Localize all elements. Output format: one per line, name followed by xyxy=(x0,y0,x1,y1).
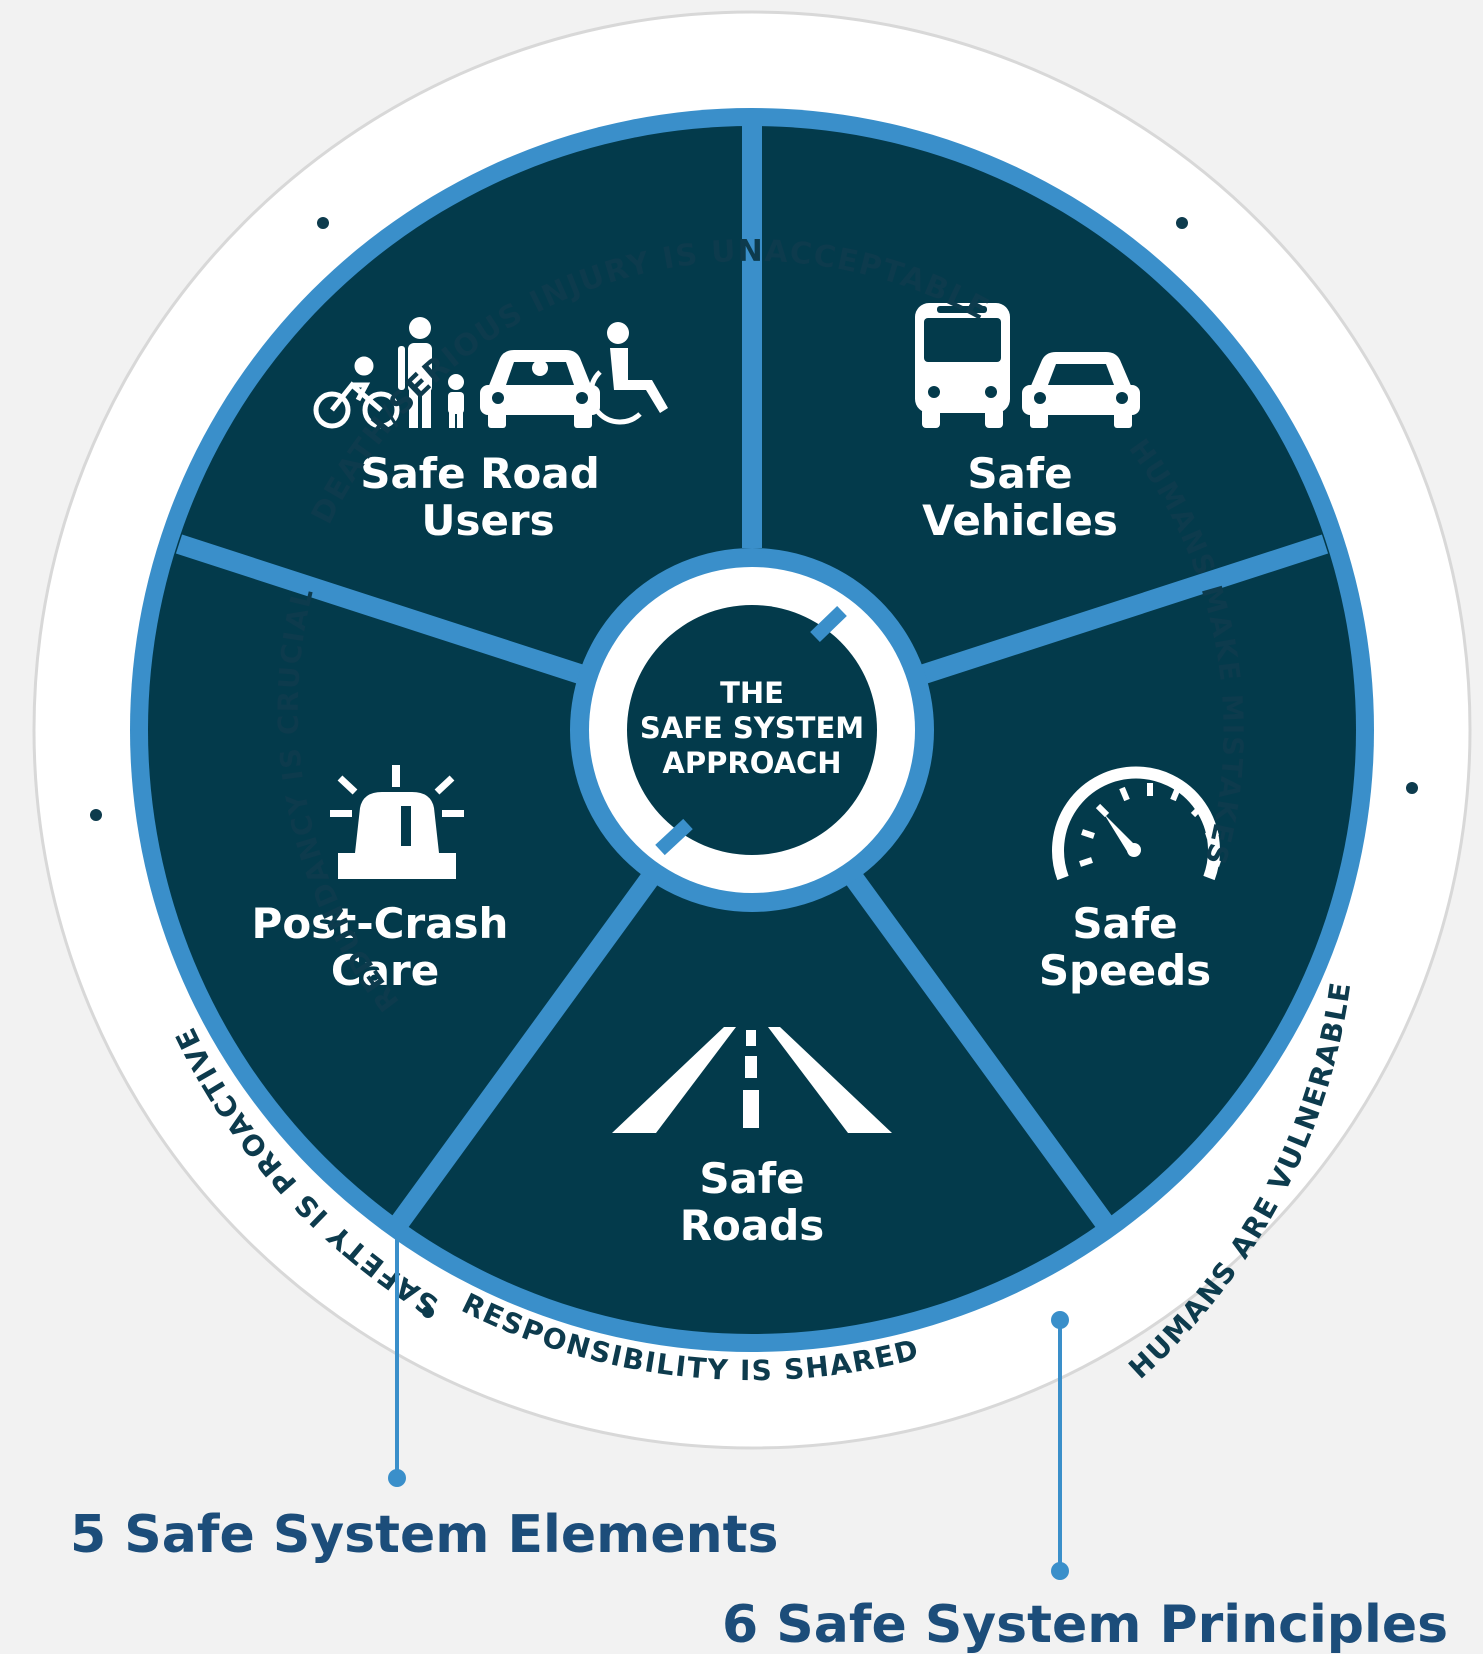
center-title-line1: THE xyxy=(720,676,784,710)
hub-notch xyxy=(810,605,847,643)
segment-label-line2: Vehicles xyxy=(922,496,1118,545)
bicycle-icon xyxy=(313,356,400,429)
wheelchair-icon xyxy=(588,322,668,425)
segment-safe-roads: Safe Roads xyxy=(612,1027,892,1250)
center-title-line3: APPROACH xyxy=(662,746,841,780)
segment-label-line1: Post-Crash xyxy=(252,899,509,948)
segment-label-line2: Care xyxy=(331,946,439,995)
car-icon xyxy=(480,350,600,428)
car-icon xyxy=(1022,352,1140,428)
pedestrian-with-child-icon xyxy=(398,317,464,428)
center-title-line2: SAFE SYSTEM xyxy=(640,711,864,745)
segment-label-line1: Safe xyxy=(1072,899,1177,948)
segment-label-line2: Roads xyxy=(680,1201,825,1250)
segment-label-line2: Users xyxy=(421,496,554,545)
segment-label-line1: Safe Road xyxy=(360,449,600,498)
segment-safe-road-users: Safe Road Users xyxy=(313,317,668,545)
speedometer-icon xyxy=(1052,766,1221,881)
callout-principles xyxy=(1051,1311,1069,1580)
segment-separators xyxy=(175,118,1329,1232)
callout-elements xyxy=(388,1217,406,1487)
segment-safe-speeds: Safe Speeds xyxy=(1039,766,1221,995)
segment-label-line2: Speeds xyxy=(1039,946,1211,995)
center-hub-core xyxy=(627,605,877,855)
caption-elements: 5 Safe System Elements xyxy=(70,1505,778,1565)
segment-label-line1: Safe xyxy=(967,449,1072,498)
segment-post-crash-care: Post-Crash Care xyxy=(252,765,509,995)
road-icon xyxy=(612,1027,892,1133)
caption-principles: 6 Safe System Principles xyxy=(722,1595,1448,1654)
segment-safe-vehicles: Safe Vehicles xyxy=(915,303,1140,545)
segment-label-line1: Safe xyxy=(699,1154,804,1203)
bus-icon xyxy=(915,303,1010,428)
hub-notch xyxy=(655,818,693,856)
emergency-light-icon xyxy=(330,765,464,879)
principle-separator-dots xyxy=(90,217,1418,1318)
